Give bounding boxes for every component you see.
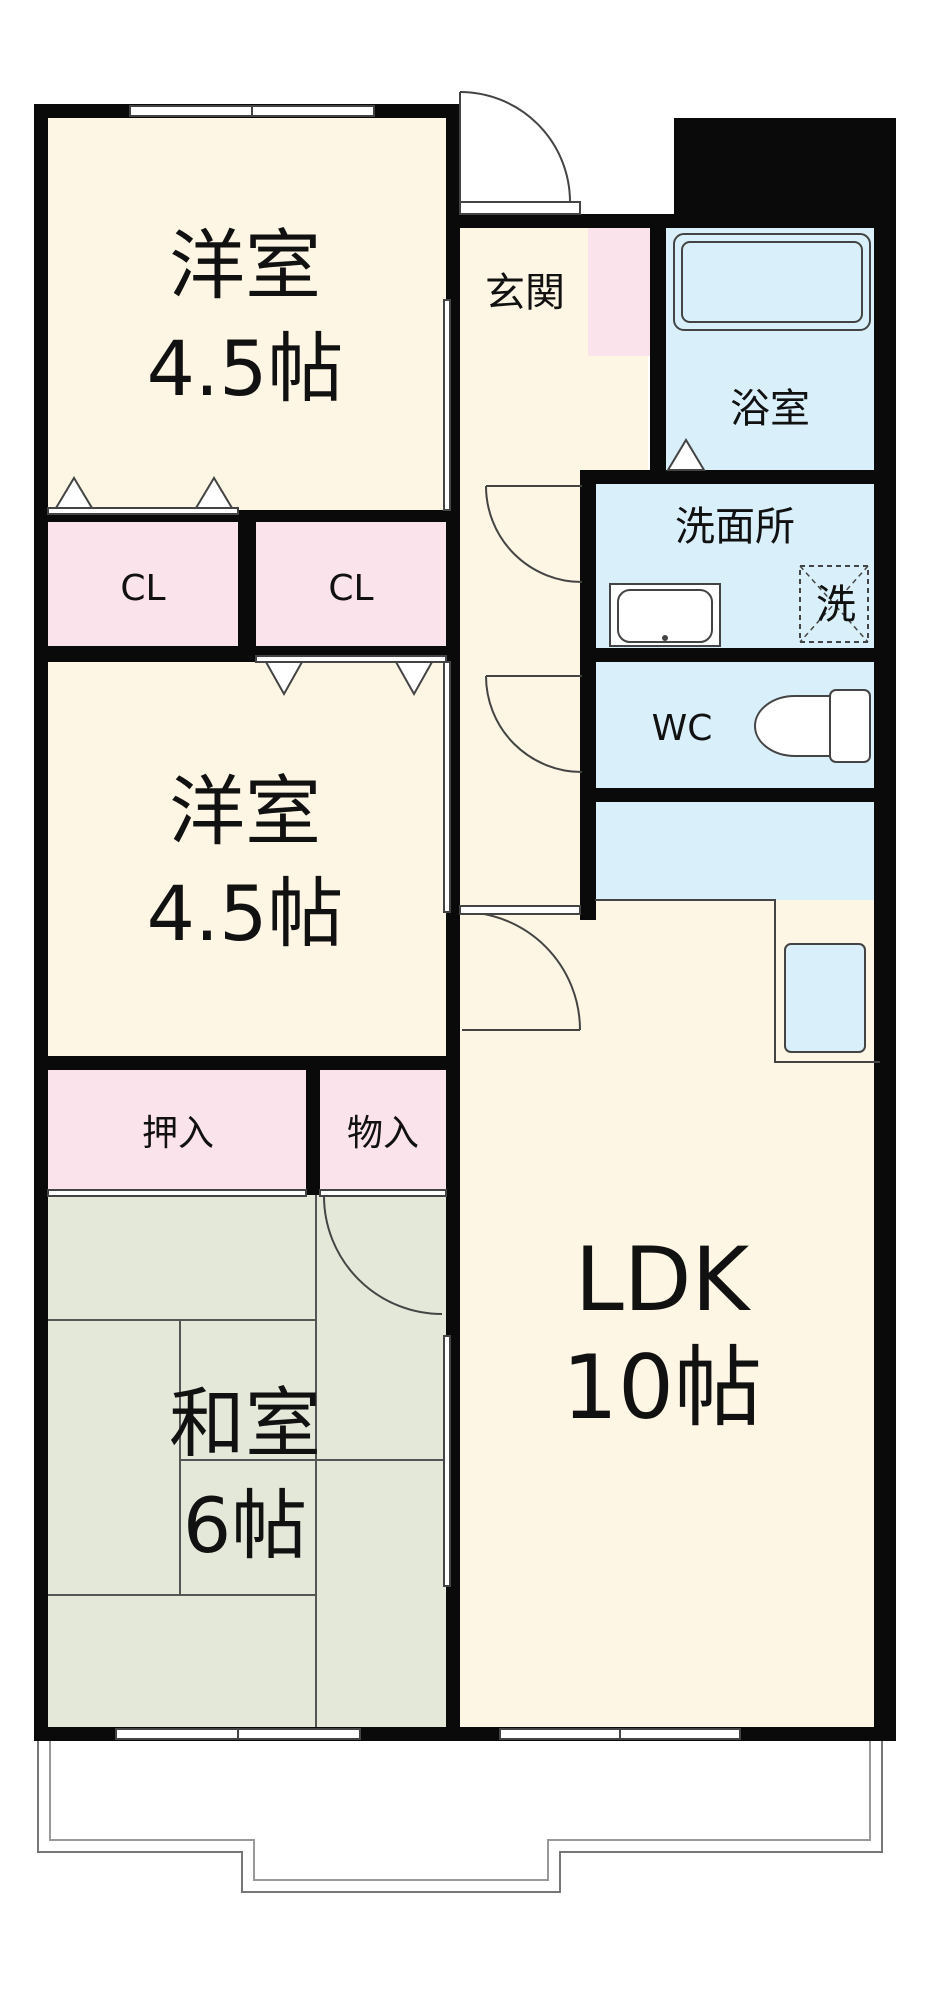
bathtub <box>673 233 871 331</box>
toilet-fixture <box>754 689 871 763</box>
washroom-label: 洗面所 <box>675 504 795 550</box>
door-swings <box>323 91 583 1315</box>
storage-label: 物入 <box>347 1113 419 1154</box>
closet-2-label: CL <box>328 568 373 609</box>
entrance-fill <box>458 228 588 356</box>
entrance-label: 玄関 <box>485 270 565 316</box>
oshiire-label: 押入 <box>142 1113 214 1154</box>
ldk-upper-fill <box>595 900 775 1060</box>
tatami-seams <box>48 1195 446 1727</box>
japanese-room-name: 和室 <box>169 1379 321 1468</box>
closet-2-fill <box>256 522 446 647</box>
western-room-middle-size: 4.5帖 <box>147 869 344 958</box>
ldk-size: 10帖 <box>562 1336 762 1439</box>
shoe-box-fill <box>588 228 650 356</box>
closet-1-fill <box>48 522 238 647</box>
closet-door-markers <box>54 438 706 697</box>
sliding-doors <box>47 299 451 1587</box>
bath-label: 浴室 <box>730 386 810 432</box>
closet-1-label: CL <box>120 568 165 609</box>
toilet-label: WC <box>652 708 713 749</box>
japanese-room-size: 6帖 <box>183 1481 307 1570</box>
western-room-north-name: 洋室 <box>169 221 321 310</box>
storage-fill <box>320 1070 446 1195</box>
windows <box>115 105 741 1740</box>
ldk-name: LDK <box>575 1228 752 1331</box>
western-room-middle-fill <box>48 662 448 1057</box>
western-room-north-fill <box>48 118 448 513</box>
fridge-space <box>784 943 866 1053</box>
oshiire-fill <box>48 1070 308 1195</box>
western-room-middle-name: 洋室 <box>169 767 321 856</box>
western-room-north-size: 4.5帖 <box>147 324 344 413</box>
balcony-outline <box>37 1740 883 1893</box>
washer-label: 洗 <box>816 582 856 628</box>
